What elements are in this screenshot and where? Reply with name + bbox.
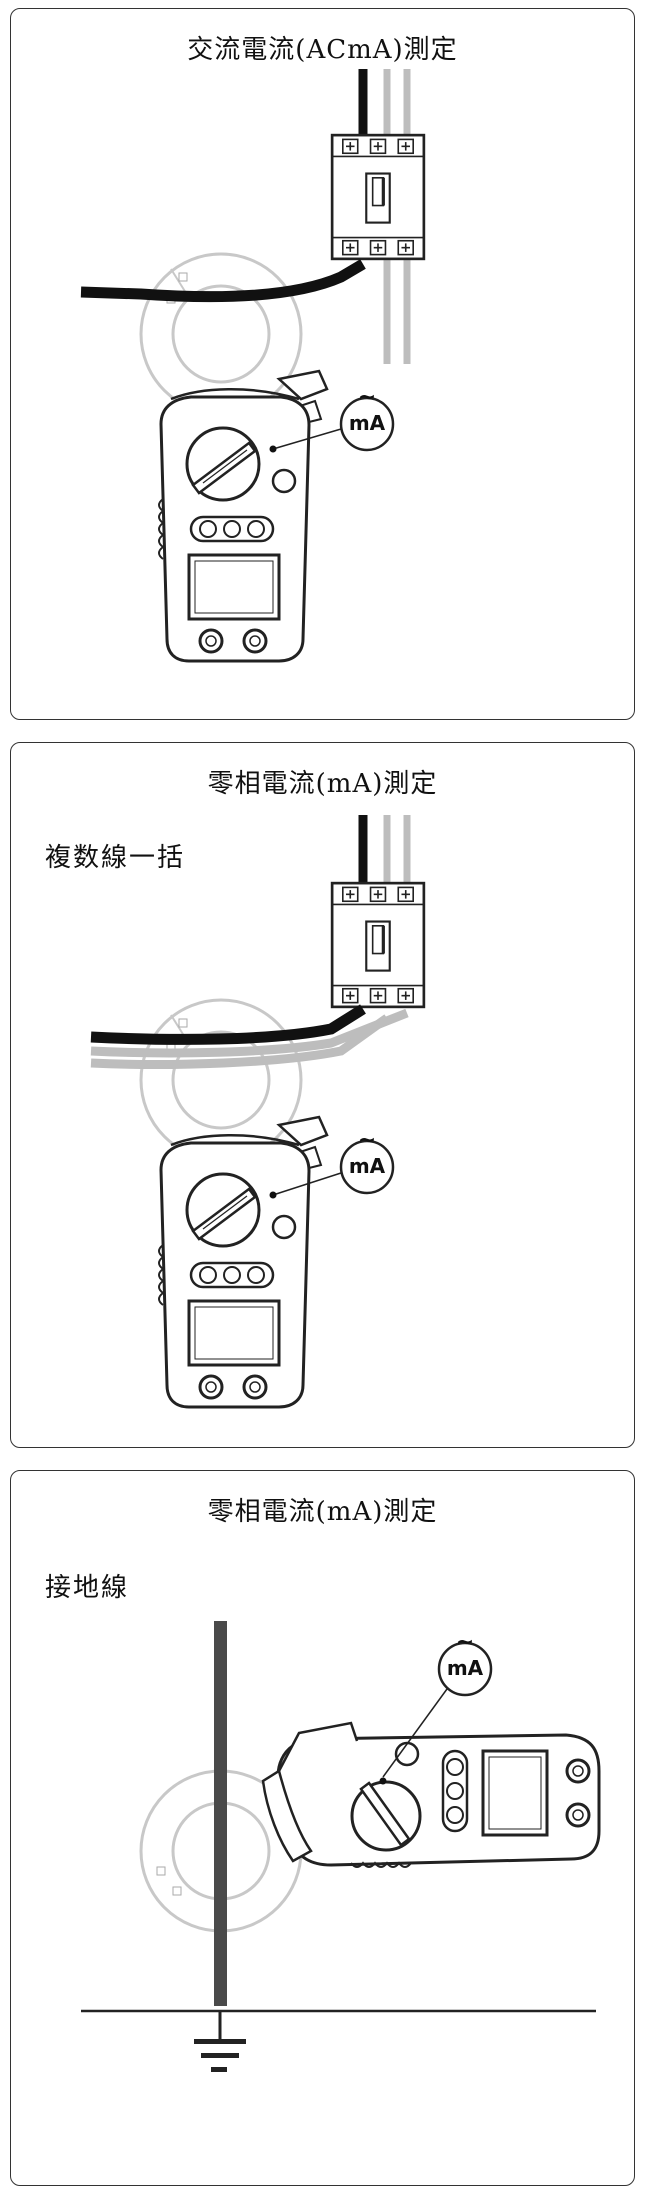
mode-unit: mA [446,1656,484,1680]
zero-phase-bundle-illustration [90,815,426,1409]
panel-zero-phase-earth: 零相電流(mA)測定 接地線 [10,1470,635,2186]
panel-title: 零相電流(mA)測定 [207,1497,438,1527]
ac-ma-badge-icon [437,1641,493,1697]
zero-phase-earth-illustration [81,1621,601,2072]
panel-subtitle: 接地線 [45,1573,130,1603]
mode-symbol: ~ [357,1128,377,1153]
panel-zero-phase-bundle: 零相電流(mA)測定 複数線一括 ~ mA [10,742,635,1448]
ac-ma-illustration [80,69,426,663]
panel-title: 交流電流(ACmA)測定 [187,35,458,65]
breaker-icon [330,881,426,1009]
mode-symbol: ~ [357,385,377,410]
ground-symbol-icon [194,2011,246,2072]
ac-ma-badge-icon [339,1139,395,1195]
clamp-meter-icon [139,252,329,663]
panel-ac-ma: 交流電流(ACmA)測定 ~ mA [10,8,635,720]
panel-subtitle: 複数線一括 [45,843,186,873]
ac-ma-badge-icon [339,396,395,452]
clamp-meter-icon [261,1721,601,1868]
mode-symbol: ~ [455,1630,475,1655]
mode-unit: mA [348,1154,386,1178]
earth-wire [214,1621,227,2006]
panel-title: 零相電流(mA)測定 [207,769,438,799]
mode-unit: mA [348,411,386,435]
breaker-icon [330,133,426,261]
